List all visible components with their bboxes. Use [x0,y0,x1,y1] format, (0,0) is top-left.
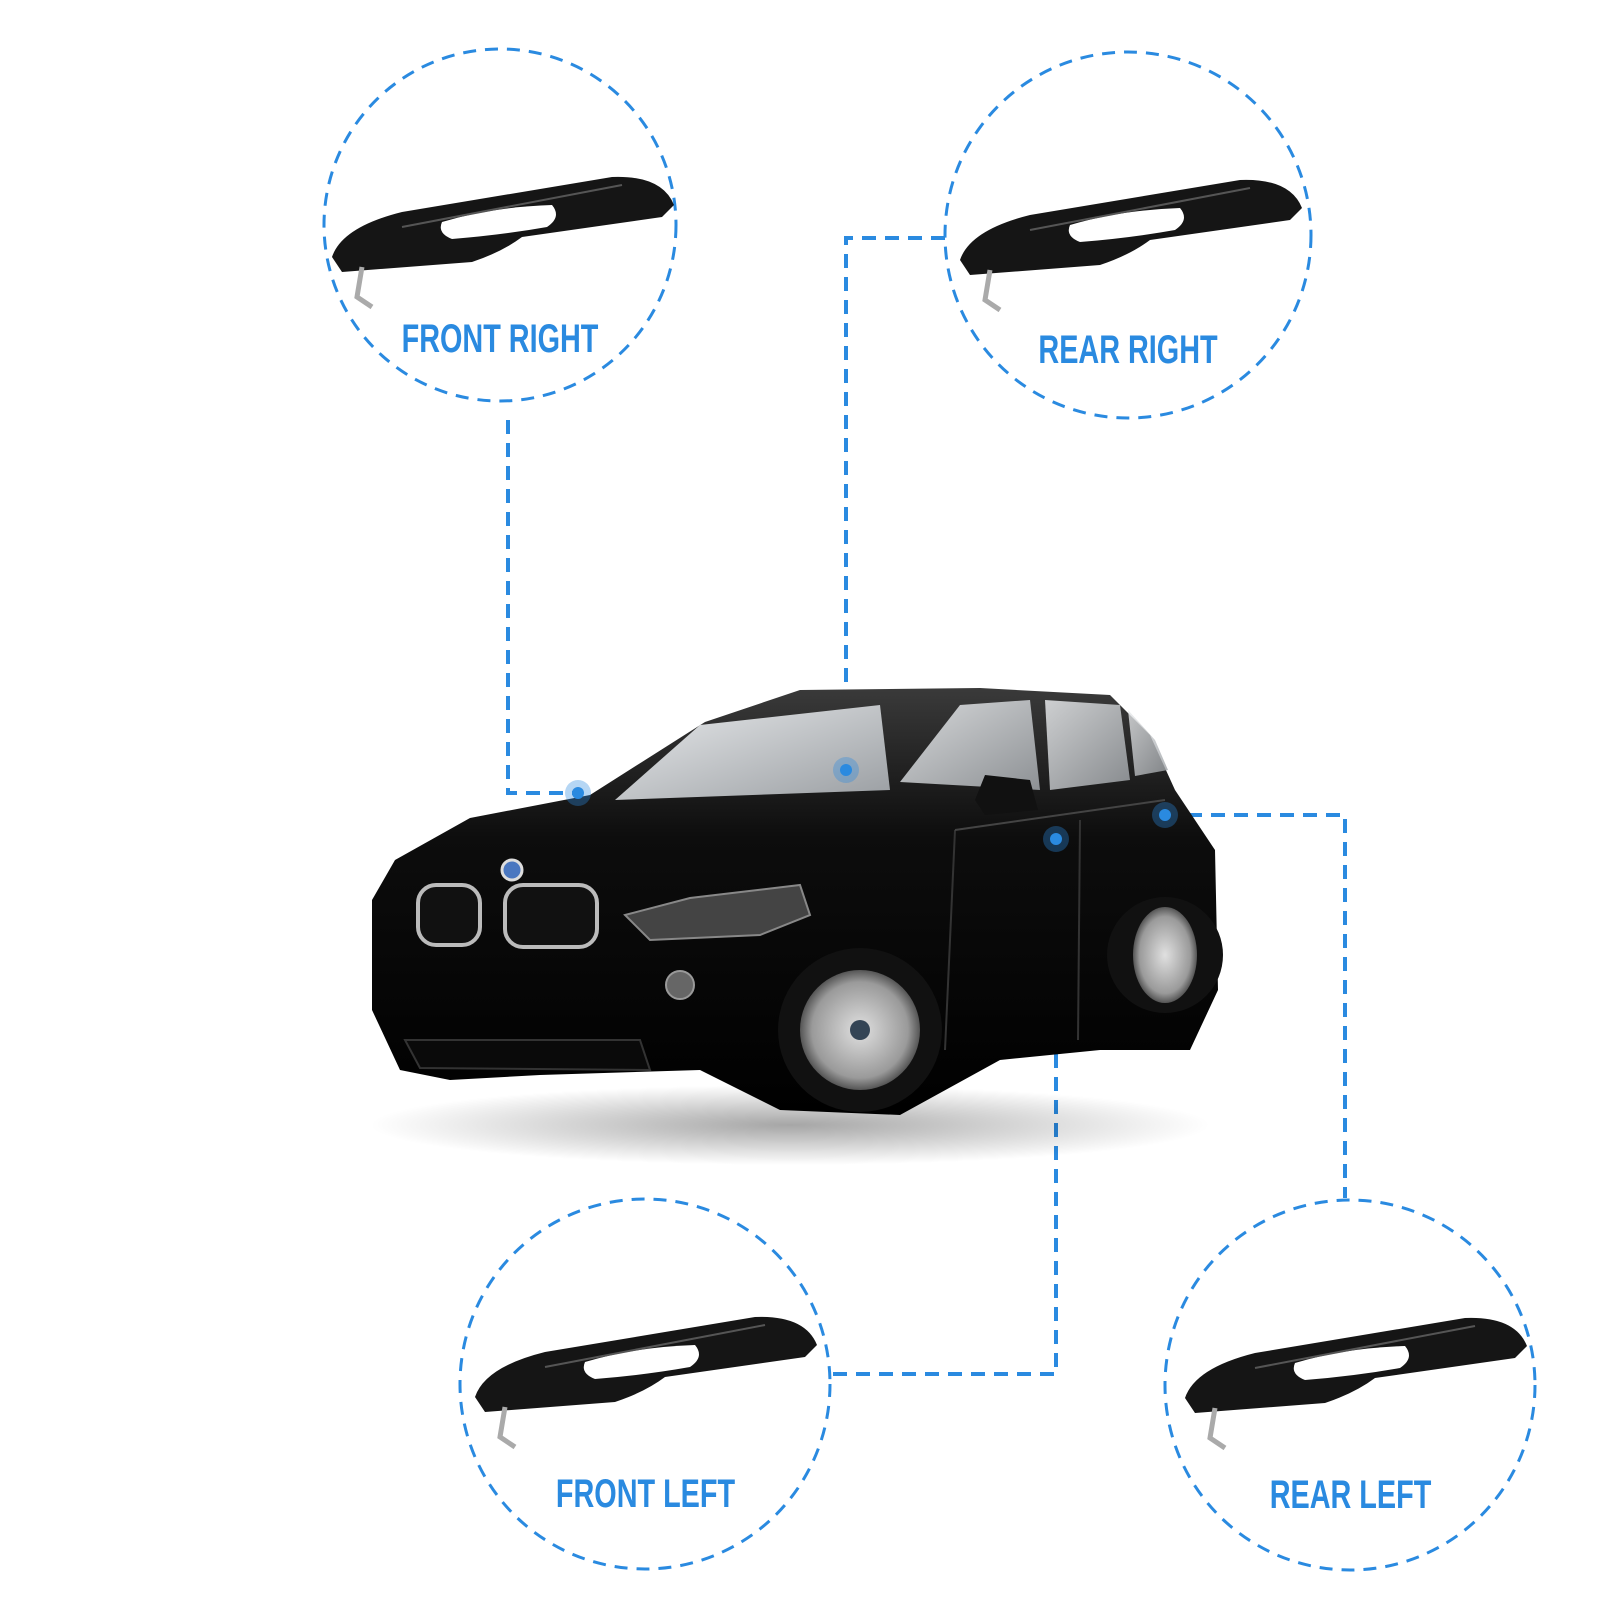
callout-label: FRONT RIGHT [401,317,599,361]
anchor-dot-rear-right [833,757,859,783]
dashed-circle [1163,1198,1537,1572]
callout-label: FRONT LEFT [555,1472,736,1516]
dashed-circle [458,1197,832,1571]
anchor-dot-front-right [565,780,591,806]
anchor-dot-front-left [1043,826,1069,852]
door-handle-icon [332,176,674,310]
door-handle-icon [960,179,1302,313]
connector-front-right [506,420,578,795]
connector-rear-right [844,236,945,770]
callout-label: REAR LEFT [1269,1473,1432,1517]
connector-rear-left [1165,813,1347,1198]
door-handle-icon [1185,1317,1527,1451]
callout-rear-left: REAR LEFT [1163,1198,1538,1573]
callout-front-left: FRONT LEFT [458,1197,833,1572]
dashed-circle [943,50,1313,420]
anchor-dot-rear-left [1152,802,1178,828]
dashed-circle [322,47,678,403]
callout-label: REAR RIGHT [1038,328,1218,372]
callout-rear-right: REAR RIGHT [943,50,1313,420]
door-handle-icon [475,1316,817,1450]
callout-front-right: FRONT RIGHT [322,47,678,403]
